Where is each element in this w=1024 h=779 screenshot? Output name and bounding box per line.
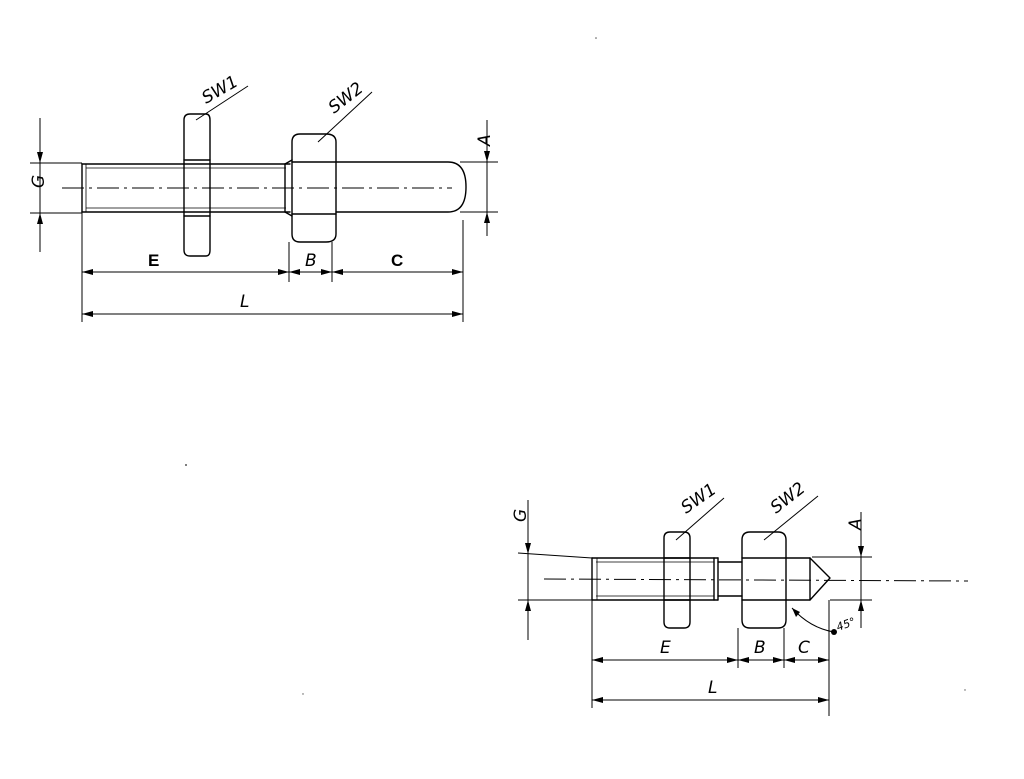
top-label-b: B [305, 251, 317, 271]
bottom-dim-ebc: E B C [592, 638, 829, 663]
bottom-label-l: L [708, 678, 717, 698]
bottom-label-g: G [511, 509, 531, 522]
bottom-dim-g: G [511, 500, 593, 640]
bottom-label-e: E [660, 638, 671, 658]
top-dim-l: L [82, 292, 463, 317]
bottom-label-b: B [754, 638, 766, 658]
top-label-sw2: SW2 [325, 79, 368, 118]
bottom-bolt-drawing: G A 45° [511, 479, 969, 716]
top-dim-g: G [29, 118, 82, 252]
bottom-label-c: C [798, 638, 810, 658]
scan-specks [185, 37, 966, 695]
bottom-label-sw2: SW2 [767, 479, 810, 518]
bottom-shaft [591, 557, 831, 601]
top-dim-ebc: E B C [82, 251, 463, 275]
bottom-nut-sw2 [741, 531, 787, 629]
top-shaft [81, 159, 467, 217]
bottom-label-sw1: SW1 [677, 480, 720, 518]
bottom-dim-l: L [592, 678, 829, 703]
top-dim-a: A [460, 120, 498, 236]
bottom-label-angle: 45° [835, 615, 858, 634]
bottom-dim-a: A [812, 512, 872, 628]
bottom-center-line [543, 578, 969, 582]
top-nut-sw1 [183, 113, 211, 257]
bottom-nut-sw1 [663, 531, 691, 629]
bottom-angle-45: 45° [791, 607, 858, 635]
top-label-sw1: SW1 [199, 72, 242, 109]
top-label-c: C [391, 251, 403, 270]
top-label-e: E [148, 251, 159, 270]
top-label-g: G [29, 175, 49, 188]
top-label-a: A [475, 134, 495, 147]
top-nut-sw2 [291, 133, 337, 243]
top-label-l: L [240, 292, 249, 312]
top-bolt-drawing: G A E B C [29, 72, 498, 322]
bottom-label-a: A [846, 518, 866, 531]
